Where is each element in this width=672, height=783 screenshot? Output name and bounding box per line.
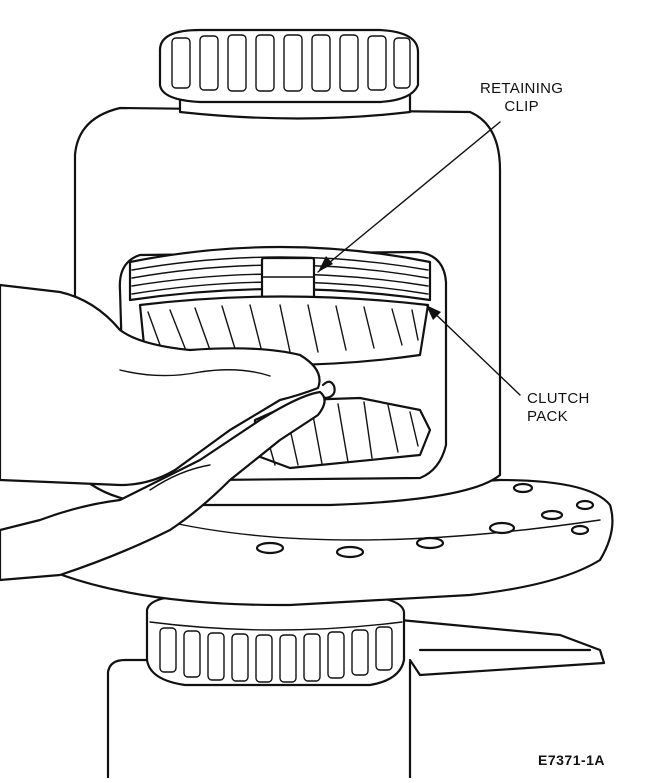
retaining-clip-leader [317, 121, 501, 273]
vise-base [106, 618, 606, 780]
top-bearing [158, 28, 420, 120]
clutch-pack-label-line1: CLUTCH [527, 390, 590, 407]
figure-code: E7371-1A [538, 752, 606, 768]
left-hand-lower [0, 390, 326, 582]
clutch-pack-leader [425, 304, 521, 396]
clutch-pack-label-line2: PACK [527, 408, 568, 425]
retaining-clip-label: RETAINING CLIP [480, 80, 563, 116]
clutch-pack-arrowhead [426, 305, 441, 320]
retaining-clip-wire [316, 380, 336, 400]
retaining-clip-label-line1: RETAINING [480, 80, 564, 97]
clutch-pack-label: CLUTCH PACK [527, 390, 590, 426]
retaining-clip-label-line2: CLIP [504, 98, 539, 115]
retaining-clip-arrowhead [318, 256, 333, 272]
left-hand-upper [0, 283, 321, 487]
case-flange [60, 478, 614, 607]
bottom-bearing [145, 594, 406, 687]
vise-jaw [408, 648, 592, 780]
clutch-pack-plates [128, 245, 432, 302]
